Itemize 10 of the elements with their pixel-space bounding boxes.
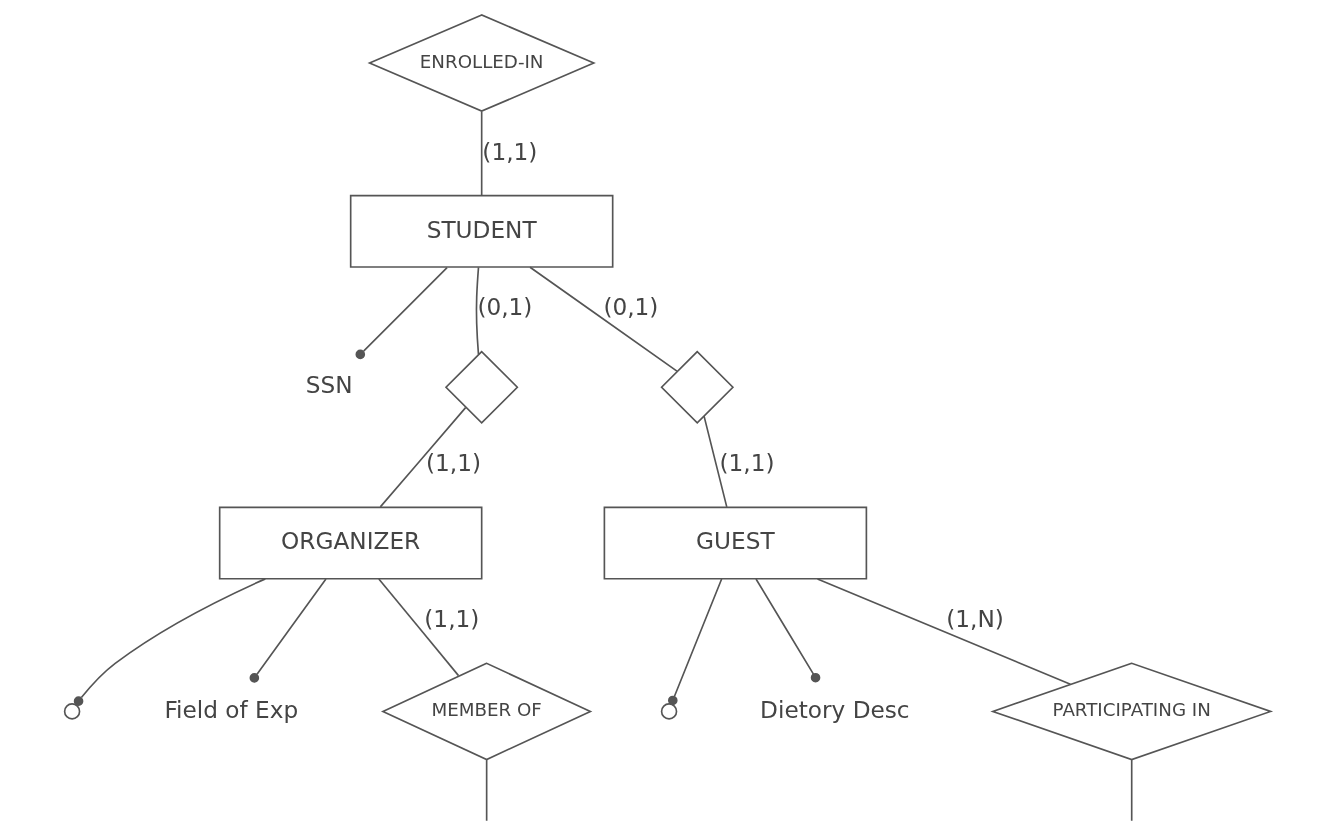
node-text: Field of Exp xyxy=(164,695,299,723)
edge-label: (1,1) xyxy=(719,449,775,477)
edge-label: (1,1) xyxy=(424,605,480,633)
edge-label: (1,1) xyxy=(482,137,538,165)
node-text: SSN xyxy=(305,371,353,399)
edge-label: (0,1) xyxy=(477,293,533,321)
node-text: Dietory Desc xyxy=(760,695,910,723)
edge-label: (1,N) xyxy=(946,605,1004,633)
edge-label: (0,1) xyxy=(603,293,659,321)
edge-label: (1,1) xyxy=(425,449,481,477)
